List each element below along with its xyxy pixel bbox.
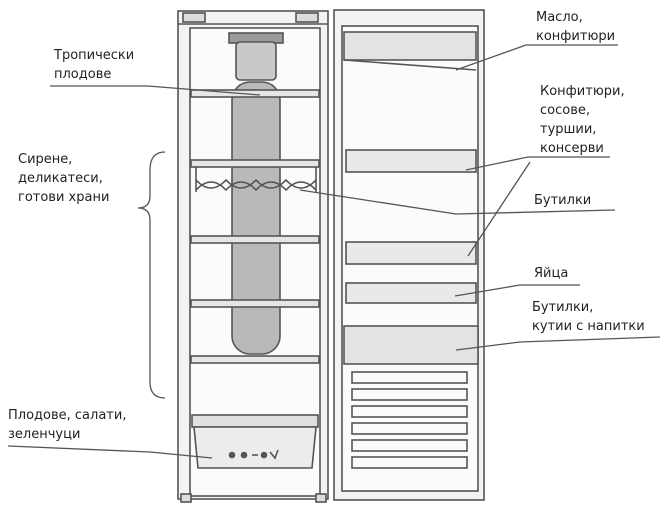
shelf-1 — [190, 89, 320, 98]
brace-cheese-deli — [137, 151, 166, 399]
foot-right — [315, 493, 327, 503]
leader-eggs — [454, 284, 580, 297]
leader-tropical-fruit — [50, 85, 261, 96]
crisper-mark — [269, 449, 279, 460]
leader-bottles — [299, 189, 616, 215]
door-egg-tray — [345, 282, 477, 304]
air-duct — [228, 32, 284, 355]
bottle-rack-bottom — [195, 181, 317, 192]
leader-fruit-veg — [7, 445, 213, 459]
slot-2 — [351, 388, 468, 401]
door-bin-1 — [345, 149, 477, 173]
leader-jams-sauces-2 — [467, 161, 531, 257]
crisper-dot-2 — [240, 451, 248, 459]
slot-6 — [351, 456, 468, 469]
door-dairy-lid — [343, 59, 477, 71]
top-hinge-right — [295, 12, 319, 23]
crisper-cover — [191, 414, 319, 428]
shelf-4 — [190, 299, 320, 308]
door-bin-2 — [345, 241, 477, 265]
label-butter-jam: Масло, конфитюри — [536, 10, 616, 44]
shelves — [190, 89, 320, 364]
door — [333, 9, 485, 501]
label-jams-sauces: Конфитюри, сосове, туршии, консерви — [540, 84, 625, 156]
leader-butter-jam — [455, 44, 618, 71]
slot-5 — [351, 439, 468, 452]
leader-jams-sauces — [465, 156, 610, 171]
slot-3 — [351, 405, 468, 418]
crisper-dot-3 — [260, 451, 268, 459]
crisper-drawer — [191, 414, 319, 469]
label-fruit-veg: Плодове, салати, зеленчуци — [8, 408, 127, 442]
label-bottles: Бутилки — [534, 193, 592, 208]
shelf-5 — [190, 355, 320, 364]
door-large-bin — [343, 325, 479, 365]
crisper-box — [193, 426, 317, 469]
label-tropical-fruit: Тропически плодове — [54, 48, 135, 82]
slot-1 — [351, 371, 468, 384]
door-gasket-slots — [351, 371, 468, 469]
fan-housing — [235, 41, 277, 81]
label-eggs: Яйца — [534, 266, 569, 281]
foot-left — [180, 493, 192, 503]
top-hinge-left — [182, 12, 206, 23]
shelf-3 — [190, 235, 320, 244]
air-duct-column — [231, 81, 281, 355]
shelf-2 — [190, 159, 320, 168]
crisper-dot-1 — [228, 451, 236, 459]
label-cheese-deli: Сирене, деликатеси, готови храни — [18, 152, 110, 205]
slot-4 — [351, 422, 468, 435]
bottle-rack-top — [195, 178, 317, 189]
leader-bottles-drinks — [455, 336, 661, 351]
label-bottles-drinks: Бутилки, кутии с напитки — [532, 300, 645, 334]
door-dairy-compartment — [343, 31, 477, 61]
